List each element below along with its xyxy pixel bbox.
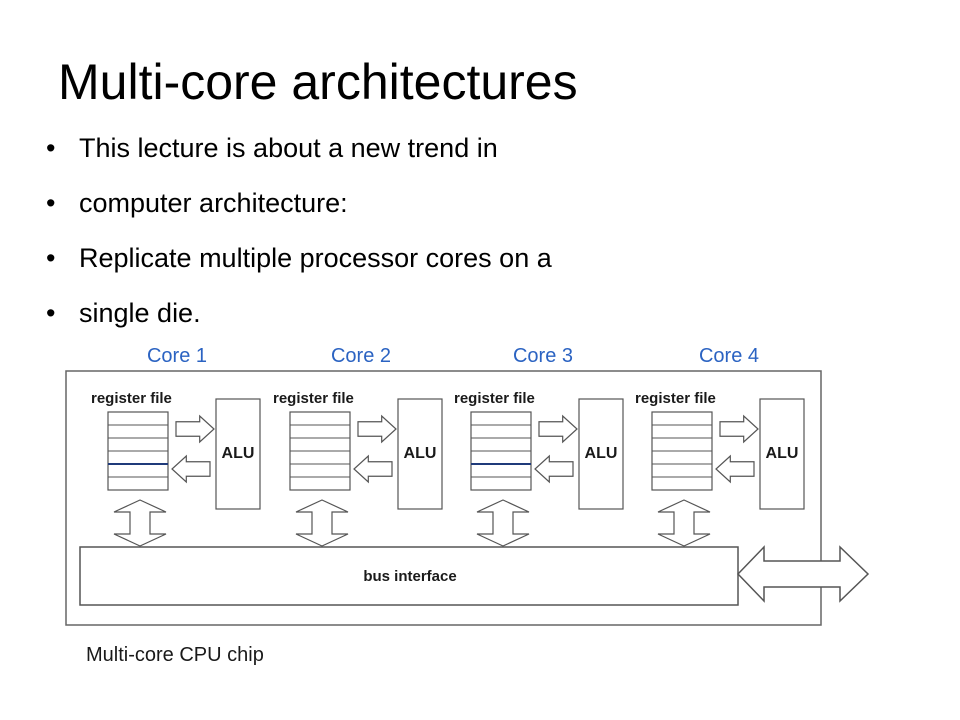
bullet-item: computer architecture: [46, 187, 886, 219]
from-alu-arrow [353, 454, 393, 484]
alu-box [215, 398, 261, 510]
alu-box [397, 398, 443, 510]
bus-interface-label: bus interface [363, 568, 456, 585]
chip-outline [65, 370, 822, 626]
alu-label: ALU [404, 445, 437, 462]
bullet-item: Replicate multiple processor cores on a [46, 242, 886, 274]
from-alu-arrow [534, 454, 574, 484]
from-alu-arrow [171, 454, 211, 484]
bus-connection-arrow [657, 499, 711, 547]
register-file-label: register file [273, 390, 354, 407]
register-file-label: register file [454, 390, 535, 407]
bus-connection-arrow [295, 499, 349, 547]
bus-connection-arrow [476, 499, 530, 547]
core-label: Core 3 [513, 345, 573, 367]
bullet-list: This lecture is about a new trend in com… [46, 132, 886, 330]
register-file [651, 411, 713, 491]
alu-label: ALU [222, 445, 255, 462]
bus-interface-box [79, 546, 739, 606]
to-alu-arrow [538, 414, 578, 444]
register-file [107, 411, 169, 491]
register-file [470, 411, 532, 491]
core-label: Core 2 [331, 345, 391, 367]
alu-label: ALU [766, 445, 799, 462]
to-alu-arrow [719, 414, 759, 444]
core-label: Core 1 [147, 345, 207, 367]
core-label: Core 4 [699, 345, 759, 367]
bus-external-arrow [736, 545, 870, 603]
alu-label: ALU [585, 445, 618, 462]
bus-connection-arrow [113, 499, 167, 547]
chip-caption: Multi-core CPU chip [86, 644, 264, 666]
alu-box [759, 398, 805, 510]
register-file [289, 411, 351, 491]
to-alu-arrow [175, 414, 215, 444]
from-alu-arrow [715, 454, 755, 484]
alu-box [578, 398, 624, 510]
register-file-label: register file [91, 390, 172, 407]
bullet-item: single die. [46, 297, 886, 329]
slide-title: Multi-core architectures [58, 54, 578, 110]
bullet-item: This lecture is about a new trend in [46, 132, 886, 164]
register-file-label: register file [635, 390, 716, 407]
to-alu-arrow [357, 414, 397, 444]
